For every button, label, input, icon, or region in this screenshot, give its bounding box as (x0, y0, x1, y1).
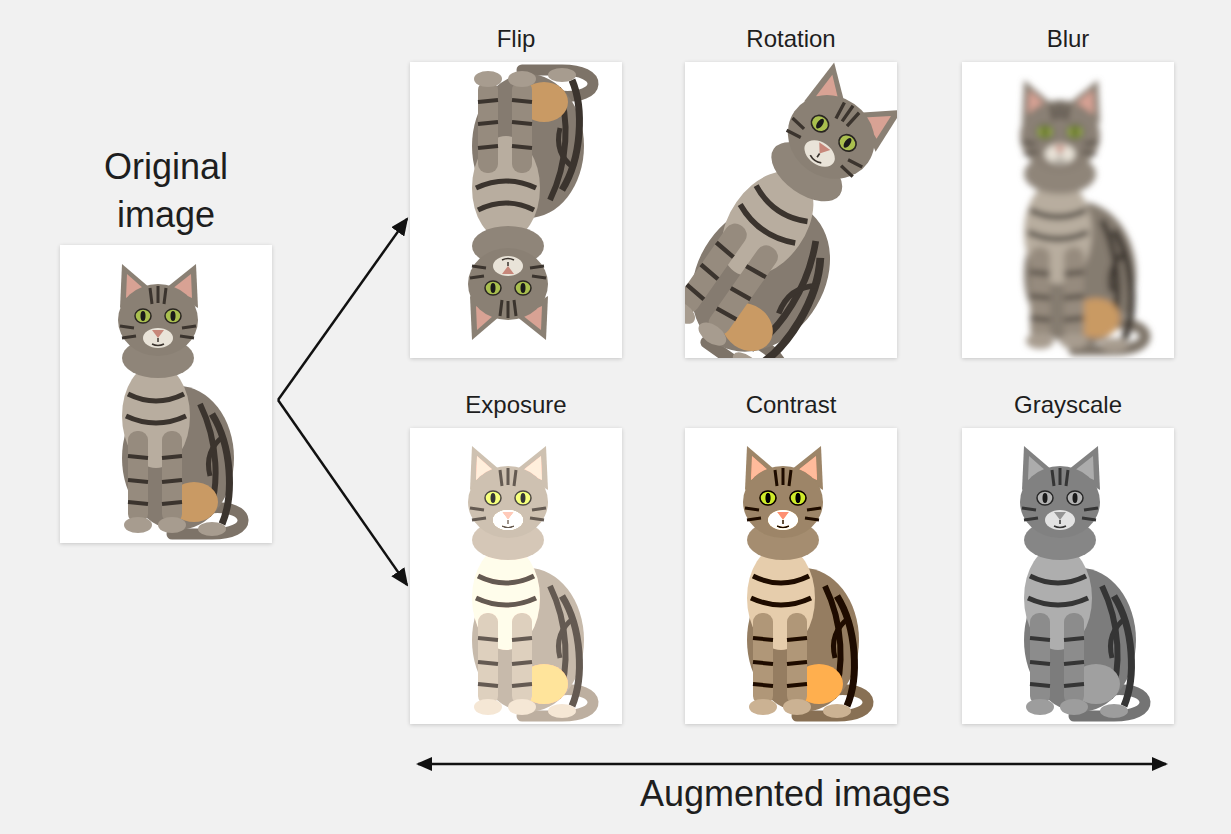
image-panel: Grayscale (962, 389, 1174, 724)
panel-title: Flip (410, 23, 622, 54)
cat-photo (1020, 80, 1145, 352)
image-panel: Blur (962, 23, 1174, 358)
panel-title: Original image (60, 143, 272, 239)
double-arrow (418, 763, 1166, 766)
image-panel: Flip (410, 23, 622, 358)
cat-photo-grayscale (1020, 446, 1145, 718)
cat-photo-flipped (468, 68, 593, 340)
image-ground (962, 428, 1174, 724)
image-panel: Rotation (685, 23, 897, 358)
cat-photo (118, 264, 243, 536)
image-frame (962, 62, 1174, 358)
cat-photo (685, 62, 897, 358)
image-ground (410, 428, 622, 724)
panel-title: Blur (962, 23, 1174, 54)
cat-photo-rotated (685, 62, 897, 358)
image-frame (410, 62, 622, 358)
cat-photo-contrast (743, 446, 868, 718)
image-frame (685, 62, 897, 358)
image-frame (962, 428, 1174, 724)
image-panel: Exposure (410, 389, 622, 724)
panel-title: Exposure (410, 389, 622, 420)
cat-photo (468, 68, 593, 340)
image-frame (410, 428, 622, 724)
image-panel: Original image (60, 143, 272, 543)
arrow-connector (278, 400, 407, 585)
image-ground (60, 245, 272, 543)
panel-title: Rotation (685, 23, 897, 54)
image-frame (685, 428, 897, 724)
image-ground (962, 62, 1174, 358)
cat-photo-exposure (468, 446, 593, 718)
cat-photo-blurred (1020, 80, 1145, 352)
image-ground (685, 428, 897, 724)
arrow-connector (278, 219, 407, 400)
panel-title: Grayscale (962, 389, 1174, 420)
image-panel: Contrast (685, 389, 897, 724)
panel-title: Contrast (685, 389, 897, 420)
image-ground (410, 62, 622, 358)
axis-label: Augmented images (415, 771, 1175, 817)
image-frame (60, 245, 272, 543)
